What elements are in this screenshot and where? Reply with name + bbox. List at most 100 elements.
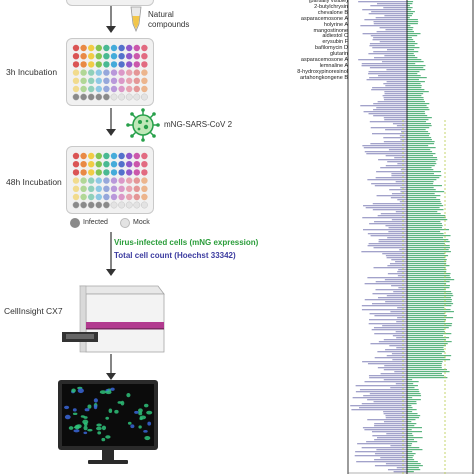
green-bar: [407, 421, 412, 423]
cell-dot: [134, 410, 139, 414]
well: [103, 53, 110, 60]
blue-bar: [366, 79, 407, 81]
green-bar: [407, 71, 420, 73]
cell-dot: [97, 431, 102, 435]
compound-label: (partially visible): [308, 0, 348, 4]
green-bar: [407, 293, 453, 295]
green-bar: [407, 465, 423, 467]
green-bar: [407, 441, 418, 443]
green-bar: [407, 93, 424, 95]
blue-bar: [392, 359, 407, 361]
blue-bar: [367, 419, 407, 421]
cell-dot: [101, 425, 107, 431]
blue-bar: [374, 465, 407, 467]
well: [126, 169, 133, 176]
cell-dot: [76, 424, 82, 429]
green-bar: [407, 289, 446, 291]
cell-dot: [64, 405, 70, 410]
well: [103, 152, 110, 160]
cell-dot: [144, 435, 151, 441]
blue-bar: [373, 115, 407, 117]
green-bar: [407, 3, 413, 5]
blue-bar: [394, 157, 407, 159]
incubation-48h-label: 48h Incubation: [6, 177, 62, 187]
blue-bar: [371, 431, 407, 433]
blue-bar: [372, 87, 407, 89]
well: [88, 193, 95, 201]
blue-bar: [366, 441, 407, 443]
blue-bar: [370, 235, 407, 237]
blue-bar: [367, 399, 407, 401]
blue-bar: [384, 93, 407, 95]
control-well: [95, 201, 103, 209]
blue-bar: [368, 71, 407, 73]
blue-bar: [378, 241, 407, 243]
blue-bar: [360, 25, 407, 27]
blue-bar: [390, 387, 407, 389]
well: [141, 177, 148, 184]
blue-bar: [390, 311, 407, 313]
blue-bar: [391, 285, 407, 287]
cell-dot: [83, 431, 88, 435]
well: [95, 69, 102, 76]
green-bar: [407, 95, 422, 97]
blue-bar: [378, 159, 407, 161]
well: [141, 77, 148, 84]
blue-bar: [362, 217, 407, 219]
well: [110, 185, 118, 192]
cell-dot: [96, 426, 102, 431]
well: [126, 69, 133, 76]
green-bar: [407, 141, 435, 143]
blue-bar: [375, 281, 407, 283]
blue-bar: [383, 413, 407, 415]
green-bar: [407, 415, 421, 417]
blue-bar: [358, 59, 407, 61]
cell-dot: [143, 430, 148, 433]
green-bar: [407, 35, 418, 37]
blue-bar: [369, 313, 407, 315]
compound-bar-chart: [347, 0, 474, 474]
well: [118, 77, 125, 84]
blue-bar: [374, 333, 407, 335]
green-bar: [407, 339, 446, 341]
natural-compounds-label: Natural compounds: [148, 10, 190, 29]
well: [118, 152, 125, 160]
green-bar: [407, 401, 417, 403]
green-bar: [407, 63, 416, 65]
cell-dot: [83, 422, 88, 427]
well: [72, 161, 80, 168]
control-well: [133, 93, 141, 101]
blue-bar: [396, 321, 407, 323]
green-bar: [407, 91, 429, 93]
green-bar: [407, 185, 442, 187]
blue-bar: [372, 39, 407, 41]
blue-bar: [355, 385, 407, 387]
green-bar: [407, 181, 434, 183]
blue-bar: [391, 259, 407, 261]
green-bar: [407, 431, 422, 433]
well: [95, 161, 102, 168]
green-bar: [407, 37, 412, 39]
green-bar: [407, 53, 414, 55]
blue-bar: [396, 467, 407, 469]
blue-bar: [376, 107, 407, 109]
blue-bar: [399, 135, 407, 137]
green-bar: [407, 139, 432, 141]
well: [103, 161, 110, 168]
green-bar: [407, 229, 450, 231]
cell-dot: [105, 390, 112, 395]
well: [72, 193, 80, 201]
well: [133, 44, 140, 52]
blue-bar: [393, 291, 407, 293]
blue-bar: [378, 341, 407, 343]
well: [103, 77, 110, 84]
well: [103, 169, 110, 176]
blue-bar: [367, 363, 407, 365]
blue-bar: [392, 335, 407, 337]
well: [133, 169, 140, 176]
blue-bar: [368, 243, 407, 245]
blue-bar: [395, 261, 407, 263]
well: [95, 169, 102, 176]
blue-bar: [376, 171, 407, 173]
blue-bar: [379, 41, 407, 43]
